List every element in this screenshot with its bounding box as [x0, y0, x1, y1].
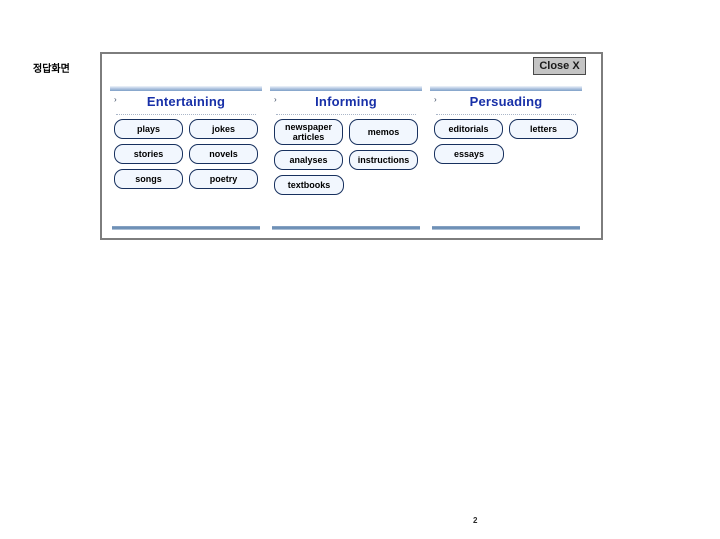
item-row: editorials letters — [434, 119, 578, 139]
chevron-right-icon: › — [274, 95, 277, 104]
item-grid: editorials letters essays — [430, 119, 582, 189]
item-chip-placeholder — [509, 169, 578, 189]
item-chip-placeholder — [350, 175, 418, 195]
item-chip[interactable]: memos — [349, 119, 418, 145]
panel-entertaining: › Entertaining plays jokes stories novel… — [110, 86, 262, 234]
item-row: stories novels — [114, 144, 258, 164]
item-chip[interactable]: stories — [114, 144, 183, 164]
item-chip[interactable]: songs — [114, 169, 183, 189]
item-chip[interactable]: textbooks — [274, 175, 344, 195]
item-chip-placeholder — [434, 169, 503, 189]
item-chip[interactable]: newspaper articles — [274, 119, 343, 145]
panel-body: › Informing newspaper articles memos ana… — [270, 91, 422, 228]
item-grid: plays jokes stories novels songs poetry — [110, 119, 262, 189]
item-row: songs poetry — [114, 169, 258, 189]
item-row — [434, 169, 578, 189]
panel-header: › Persuading — [430, 91, 582, 113]
item-row: essays — [434, 144, 578, 164]
item-row: textbooks — [274, 175, 418, 195]
item-chip[interactable]: instructions — [349, 150, 418, 170]
panel-divider — [276, 113, 416, 115]
item-chip[interactable]: analyses — [274, 150, 343, 170]
panel-title: Informing — [315, 94, 377, 109]
panel-body: › Entertaining plays jokes stories novel… — [110, 91, 262, 228]
item-chip[interactable]: jokes — [189, 119, 258, 139]
panel-bottom-accent-bar — [112, 226, 260, 230]
page-number: 2 — [473, 516, 478, 525]
panel-divider — [436, 113, 576, 115]
panels-row: › Entertaining plays jokes stories novel… — [110, 86, 592, 234]
close-button[interactable]: Close X — [533, 57, 586, 75]
panel-bottom-accent-bar — [432, 226, 580, 230]
panel-header: › Entertaining — [110, 91, 262, 113]
panel-top-accent-bar — [270, 86, 422, 91]
panel-persuading: › Persuading editorials letters essays — [430, 86, 582, 234]
item-chip[interactable]: letters — [509, 119, 578, 139]
panel-top-accent-bar — [430, 86, 582, 91]
item-chip[interactable]: essays — [434, 144, 504, 164]
item-chip-placeholder — [510, 144, 578, 164]
panel-header: › Informing — [270, 91, 422, 113]
item-chip[interactable]: poetry — [189, 169, 258, 189]
item-row: newspaper articles memos — [274, 119, 418, 145]
panel-informing: › Informing newspaper articles memos ana… — [270, 86, 422, 234]
item-row: plays jokes — [114, 119, 258, 139]
panel-bottom-accent-bar — [272, 226, 420, 230]
slide-caption: 정답화면 — [33, 64, 70, 75]
item-grid: newspaper articles memos analyses instru… — [270, 119, 422, 195]
item-chip[interactable]: plays — [114, 119, 183, 139]
panel-divider — [116, 113, 256, 115]
panel-title: Entertaining — [146, 94, 226, 109]
item-chip[interactable]: novels — [189, 144, 258, 164]
item-chip[interactable]: editorials — [434, 119, 503, 139]
chevron-right-icon: › — [434, 95, 437, 104]
chevron-right-icon: › — [114, 95, 117, 104]
item-row: analyses instructions — [274, 150, 418, 170]
panel-title: Persuading — [469, 94, 543, 109]
panel-body: › Persuading editorials letters essays — [430, 91, 582, 228]
panel-top-accent-bar — [110, 86, 262, 91]
